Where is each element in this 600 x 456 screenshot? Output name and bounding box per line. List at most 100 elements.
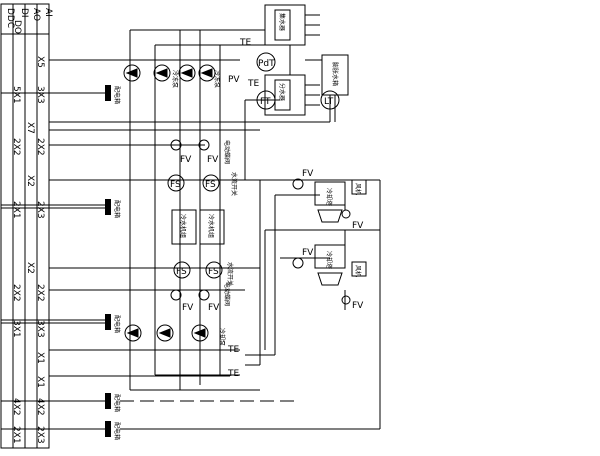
panel-title: DDC bbox=[5, 8, 15, 28]
lt-label: LT bbox=[324, 97, 334, 107]
fs-label: FS bbox=[208, 267, 219, 277]
lt-sensor-icon bbox=[320, 90, 340, 110]
makeup-tank-label: 膨胀水箱 bbox=[331, 62, 339, 86]
flow-switch-label: 水流开关 bbox=[230, 172, 238, 196]
supply-header-label: 集水器 bbox=[278, 13, 286, 31]
fv-label: FV bbox=[180, 155, 192, 165]
fan-label: 风机 bbox=[354, 265, 362, 277]
valve-icon bbox=[292, 178, 304, 190]
valve-icon bbox=[292, 257, 304, 269]
fv-label: FV bbox=[208, 303, 220, 313]
motor-valve-label: 电动蝶阀 bbox=[223, 282, 231, 306]
chilled-pumps-top bbox=[123, 64, 216, 82]
panel-ai-label: AI bbox=[43, 8, 53, 17]
distribution-box-icon bbox=[105, 199, 111, 215]
pdt-sensor-icon bbox=[256, 52, 276, 72]
distribution-box-icon bbox=[105, 314, 111, 330]
distribution-box-label: 配电箱 bbox=[113, 200, 121, 218]
valve-icon bbox=[341, 295, 351, 305]
flow-switch-icon bbox=[167, 174, 185, 192]
pump-label: 冷冻泵 bbox=[213, 70, 221, 88]
distribution-box-label: 配电箱 bbox=[113, 86, 121, 104]
channel-label: 2X2 bbox=[11, 284, 21, 302]
cooling-tower-label: 冷却塔 bbox=[325, 188, 333, 206]
flow-switch-icon bbox=[205, 261, 223, 279]
cooling-pumps bbox=[124, 324, 209, 342]
te-label: TE bbox=[227, 369, 239, 379]
te-label: TE bbox=[227, 345, 239, 355]
distribution-boxes: 配电箱 配电箱 配电箱 配电箱 配电箱 bbox=[105, 85, 121, 440]
channel-label: 2X1 bbox=[11, 426, 21, 444]
distribution-box-label: 配电箱 bbox=[113, 315, 121, 333]
channel-label: 2X3 bbox=[35, 201, 45, 219]
pump-icon bbox=[124, 324, 142, 342]
pv-label: PV bbox=[228, 75, 240, 85]
pump-icon bbox=[123, 64, 141, 82]
valve-icon bbox=[170, 289, 182, 301]
fv-label: FV bbox=[352, 301, 364, 311]
channel-label: X1 bbox=[35, 352, 45, 364]
channel-label: X5 bbox=[35, 56, 45, 68]
valve-icon bbox=[341, 209, 351, 219]
fs-label: FS bbox=[176, 267, 187, 277]
fan-label: 风机 bbox=[354, 183, 362, 195]
panel-ao-label: AO bbox=[31, 8, 41, 21]
channel-label: 3X3 bbox=[35, 320, 45, 338]
flow-switch-icon bbox=[202, 174, 220, 192]
cooling-pump-label: 冷却泵 bbox=[218, 328, 226, 346]
valve-icon bbox=[198, 289, 210, 301]
channel-label: X1 bbox=[35, 376, 45, 388]
top-equipment bbox=[264, 4, 349, 122]
lower-valves bbox=[170, 261, 223, 301]
channel-label: 2X1 bbox=[11, 201, 21, 219]
te-label: TE bbox=[247, 79, 259, 89]
chiller-label: 冷水机组 bbox=[179, 214, 187, 238]
fs-label: FS bbox=[170, 180, 181, 190]
panel-do-label: DO bbox=[12, 20, 22, 34]
cooling-towers bbox=[292, 178, 367, 305]
fs-label: FS bbox=[205, 180, 216, 190]
channel-label: X2 bbox=[25, 262, 35, 274]
ddc-panel-header: DDC AI AO DI DO bbox=[5, 8, 53, 34]
pump-icon bbox=[178, 64, 196, 82]
chillers bbox=[171, 209, 225, 245]
valve-icon bbox=[198, 139, 210, 151]
ddc-panel bbox=[0, 3, 50, 449]
distribution-box-icon bbox=[105, 85, 111, 101]
channel-label: 4X2 bbox=[11, 398, 21, 416]
pump-icon bbox=[153, 64, 171, 82]
panel-di-label: DI bbox=[19, 8, 29, 18]
pump-icon bbox=[156, 324, 174, 342]
distribution-box-icon bbox=[105, 393, 111, 409]
channel-label: 4X2 bbox=[35, 398, 45, 416]
fv-label: FV bbox=[302, 169, 314, 179]
return-header-label: 分水器 bbox=[278, 83, 286, 101]
fv-label: FV bbox=[182, 303, 194, 313]
channel-label: X2 bbox=[25, 175, 35, 187]
pump-icon bbox=[198, 64, 216, 82]
chilled-water-piping bbox=[129, 29, 381, 429]
cooling-tower-label: 冷却塔 bbox=[325, 251, 333, 269]
distribution-box-label: 配电箱 bbox=[113, 394, 121, 412]
valve-icon bbox=[170, 139, 182, 151]
ft-sensor-icon bbox=[256, 90, 276, 110]
pump-label: 冷冻泵 bbox=[171, 70, 179, 88]
fv-label: FV bbox=[302, 248, 314, 258]
channel-label: 3X1 bbox=[11, 320, 21, 338]
motor-valve-label: 电动蝶阀 bbox=[223, 140, 231, 164]
top-sensors bbox=[256, 52, 340, 110]
chiller-label: 冷水机组 bbox=[207, 214, 215, 238]
channel-label: 5X1 bbox=[11, 86, 21, 104]
distribution-box-label: 配电箱 bbox=[113, 422, 121, 440]
channel-label: 2X3 bbox=[35, 426, 45, 444]
signal-lines bbox=[1, 59, 380, 430]
upper-valves bbox=[167, 139, 220, 192]
ft-label: FT bbox=[260, 97, 271, 107]
distribution-box-icon bbox=[105, 421, 111, 437]
pdt-label: PdT bbox=[258, 59, 275, 69]
fv-label: FV bbox=[207, 155, 219, 165]
channel-label: X7 bbox=[25, 122, 35, 134]
channel-label: 2X2 bbox=[35, 138, 45, 156]
flow-switch-label: 水流开关 bbox=[226, 262, 234, 286]
